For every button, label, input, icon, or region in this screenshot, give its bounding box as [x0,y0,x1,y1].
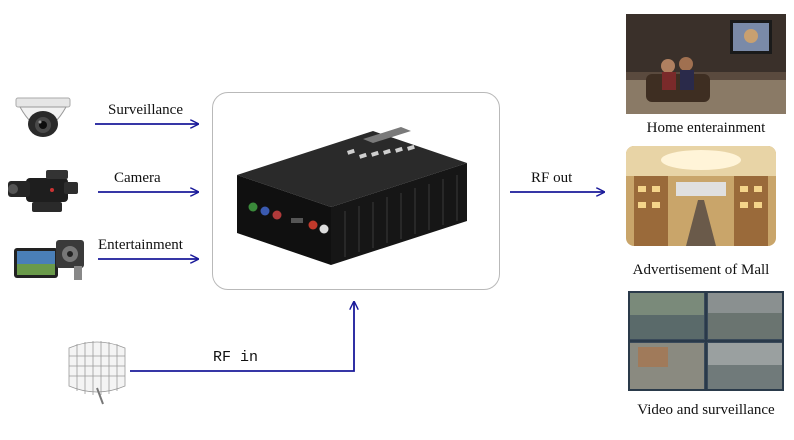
mall-photo [626,146,776,246]
home-entertainment-photo [626,14,786,114]
camcorder-icon [8,170,78,212]
surveillance-label: Surveillance [108,102,183,118]
media-player-icon [14,240,84,280]
rf-modulator-device [237,127,467,265]
video-surveillance-photo [628,291,784,391]
entertainment-label: Entertainment [98,237,183,253]
modulator-box [212,92,500,290]
rf-in-arrow [130,302,354,372]
mall-caption: Advertisement of Mall [632,262,770,278]
video-caption: Video and surveillance [637,402,775,418]
home-caption: Home enterainment [646,120,766,136]
camera-label: Camera [114,170,161,186]
grid-antenna-icon [68,341,126,405]
rf-in-label: RF in [213,349,259,366]
dome-camera-icon [15,97,71,137]
rf-out-label: RF out [531,170,573,186]
